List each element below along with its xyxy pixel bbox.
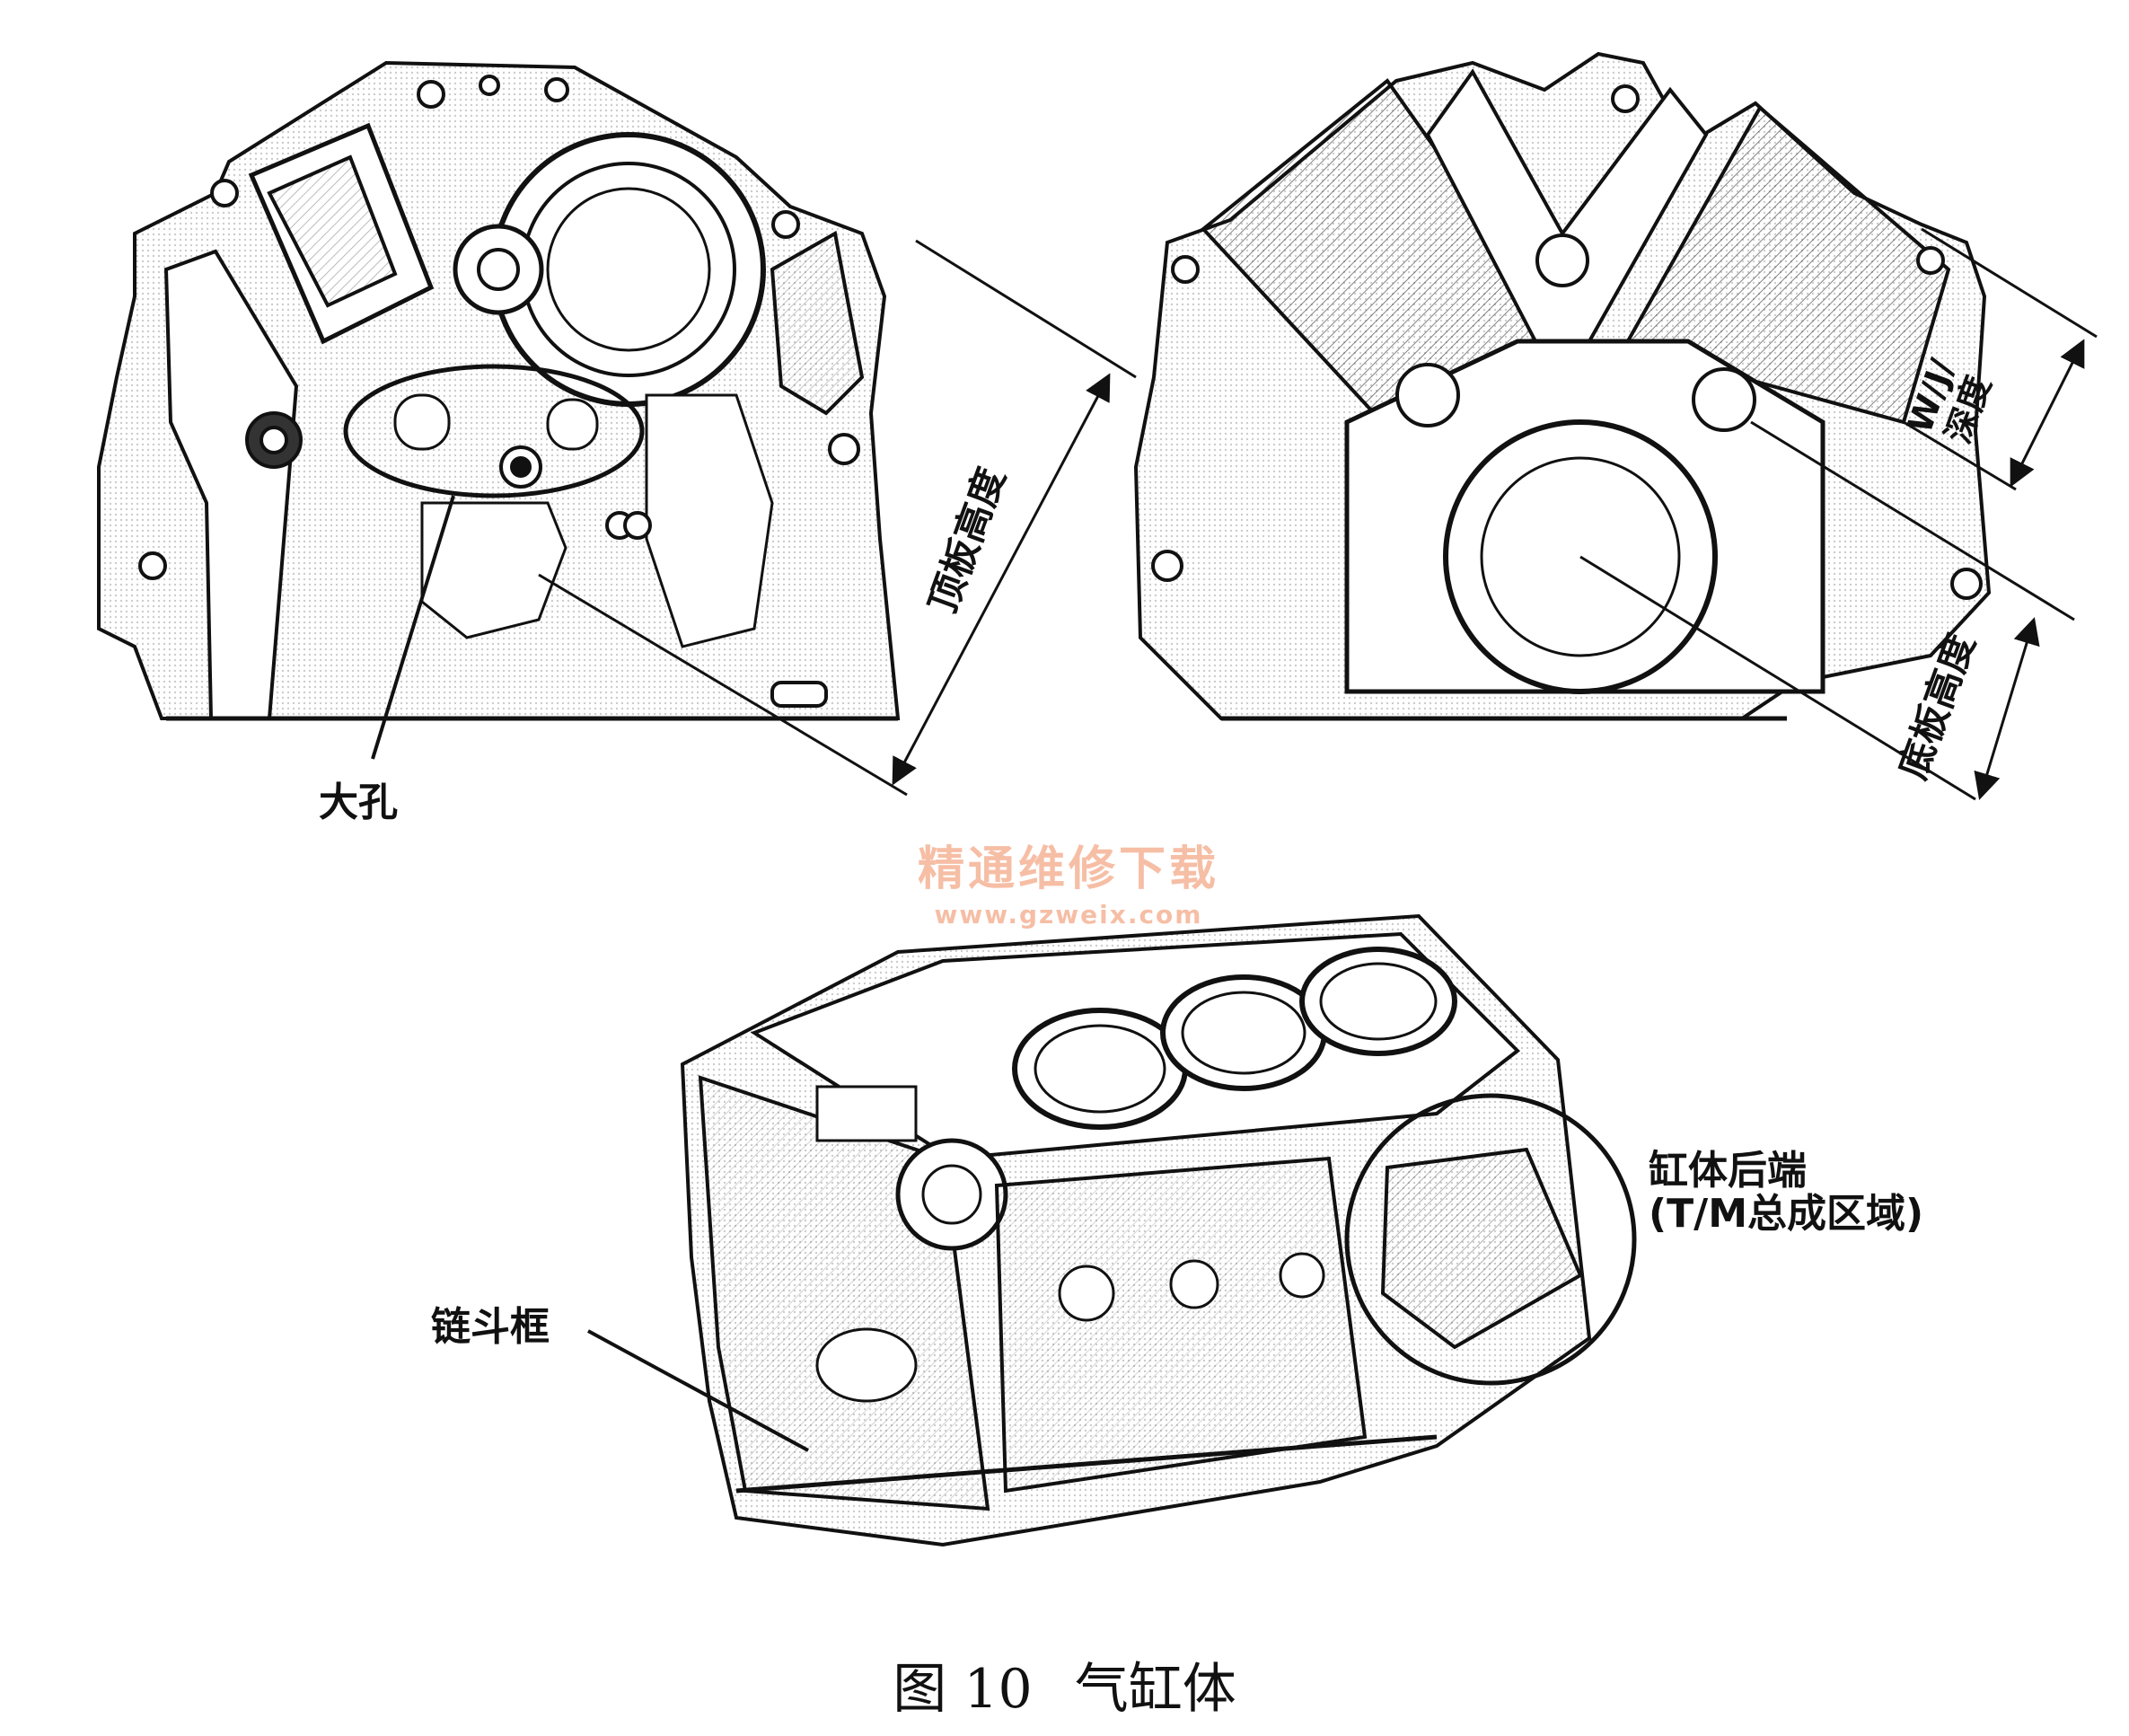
front-view-drawing	[97, 60, 1137, 797]
wj-depth-dimension-arrow	[2010, 339, 2085, 488]
chain-case-frame-label: 链斗框	[431, 1304, 550, 1350]
isometric-block-drawing	[587, 913, 1637, 1547]
site-watermark: 精通维修下载 www.gzweix.com	[907, 831, 1230, 930]
big-hole-highlight	[343, 364, 645, 498]
block-rear-end-label-line1: 缸体后端	[1649, 1148, 1807, 1194]
figure-caption-title: 气缸体	[1074, 1658, 1236, 1721]
big-hole-leader	[371, 495, 455, 760]
watermark-site-name: 精通维修下载	[917, 842, 1219, 896]
big-hole-label: 大孔	[319, 780, 398, 825]
bottom-deck-dimension-arrow	[1974, 617, 2040, 800]
section-view-drawing	[1133, 51, 2098, 801]
figure-caption: 图 10 气缸体	[0, 1645, 2129, 1723]
watermark-url: www.gzweix.com	[934, 900, 1203, 930]
top-deck-dimension-arrow	[892, 373, 1111, 786]
rear-end-highlight	[1344, 1093, 1637, 1386]
block-rear-end-label: 缸体后端 (T/M总成区域)	[1649, 1148, 1924, 1238]
figure-caption-number: 图 10	[893, 1658, 1033, 1721]
block-rear-end-label-line2: (T/M总成区域)	[1649, 1191, 1924, 1238]
chain-case-frame-leader	[587, 1329, 809, 1452]
